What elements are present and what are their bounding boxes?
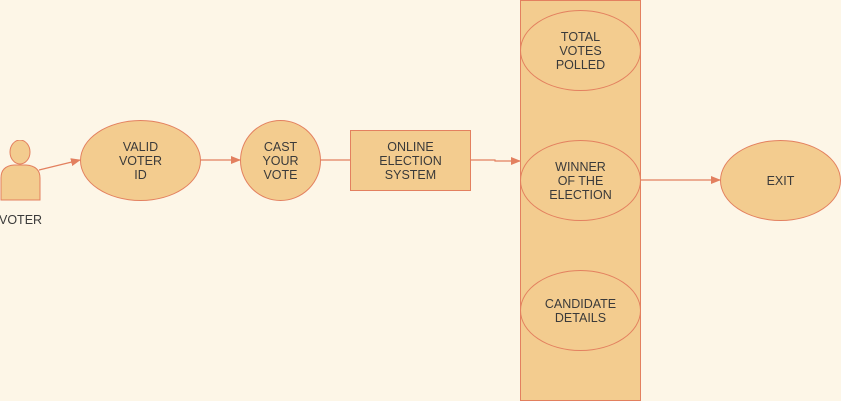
edge-online-election-system-to-results	[470, 157, 521, 165]
voter-actor	[0, 139, 42, 202]
voter-actor-label: VOTER	[0, 213, 43, 227]
total-votes-polled-node: TOTAL VOTES POLLED	[520, 10, 641, 91]
cast-your-vote-node: CAST YOUR VOTE	[240, 120, 321, 201]
candidate-details-node: CANDIDATE DETAILS	[520, 270, 641, 351]
winner-of-the-election-node: WINNER OF THE ELECTION	[520, 140, 641, 221]
person-icon	[0, 139, 41, 201]
exit-node: EXIT	[720, 140, 841, 221]
valid-voter-id-node: VALID VOTER ID	[80, 120, 201, 201]
online-election-system-node: ONLINE ELECTION SYSTEM	[350, 130, 471, 191]
edge-voter-to-valid-voter-id	[38, 158, 81, 171]
